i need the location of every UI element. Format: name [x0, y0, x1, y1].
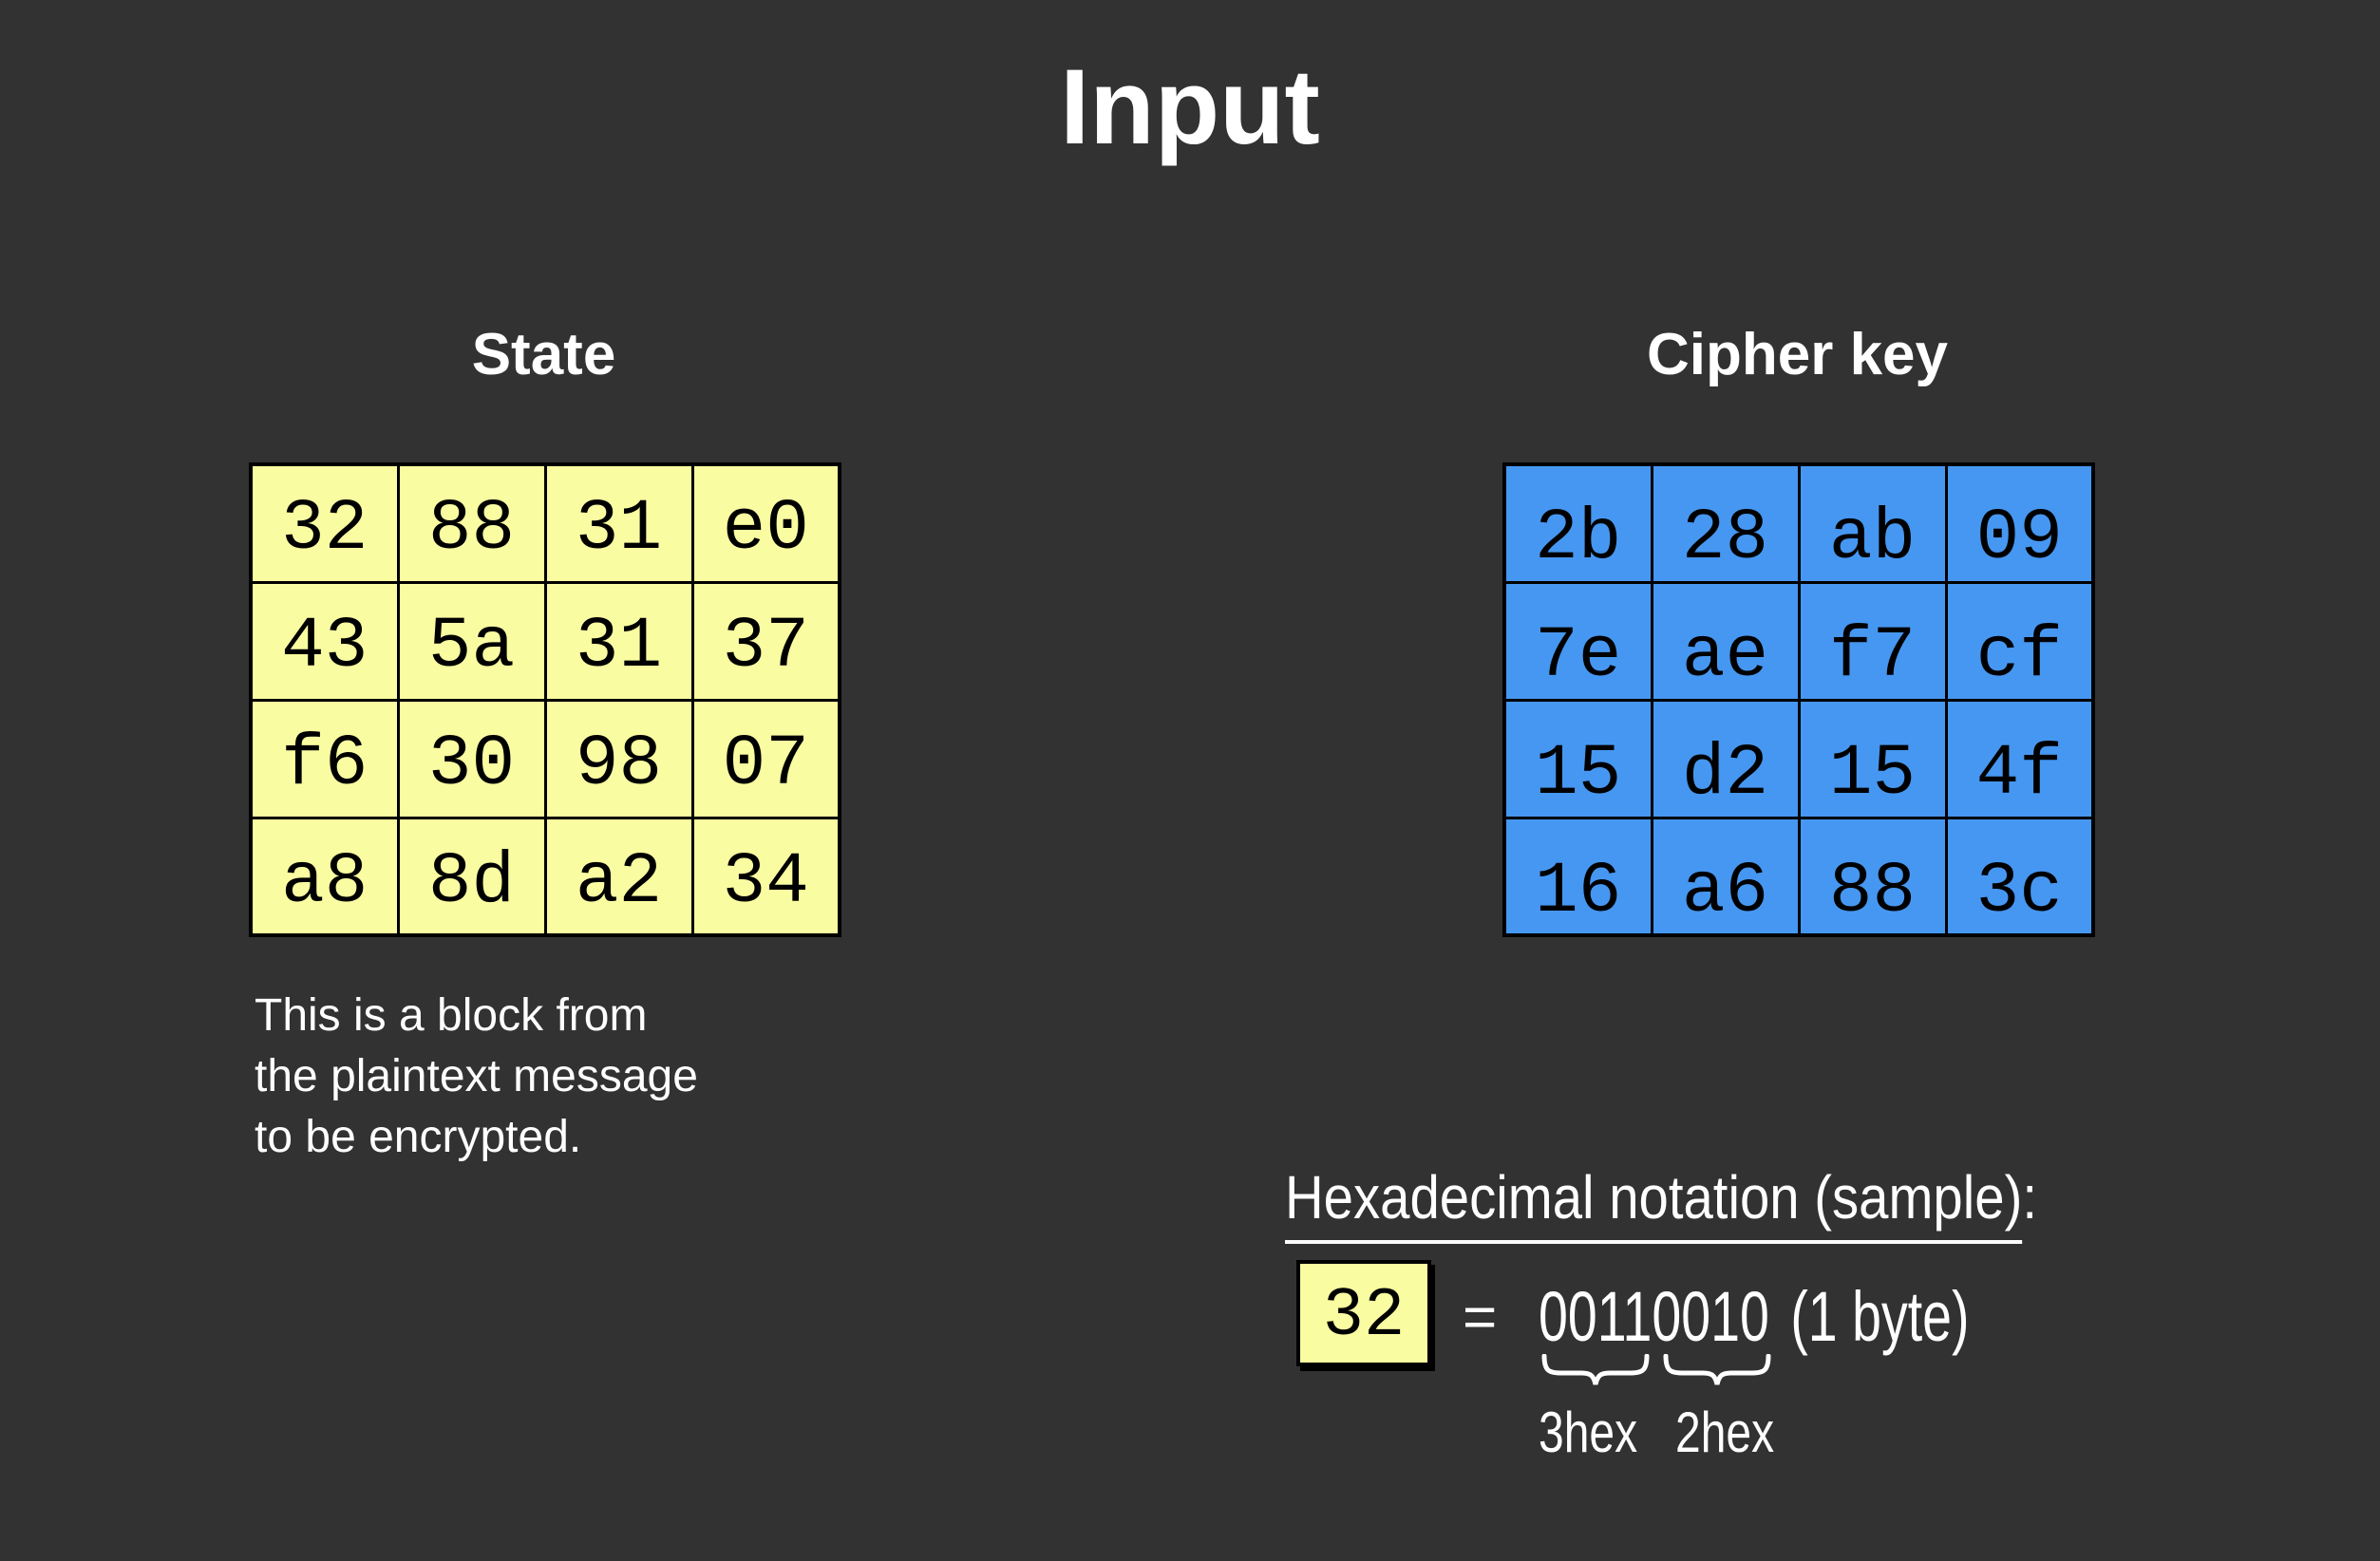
cipher-key-grid-row: 15 d2 15 4f: [1502, 698, 2095, 819]
state-grid-row: 32 88 31 e0: [249, 462, 841, 584]
equals-sign: =: [1463, 1285, 1498, 1350]
cipher-key-cell-value: 09: [1975, 498, 2063, 580]
underbrace-icon: [1541, 1354, 1650, 1385]
state-cell-value: e0: [722, 488, 809, 571]
underbrace-icon: [1663, 1354, 1771, 1385]
hex-notation-heading-underlined: Hexadecimal notation (sample): [1285, 1162, 2023, 1244]
cipher-key-cell-value: 3c: [1975, 850, 2063, 932]
cipher-key-cell-value: 7e: [1535, 615, 1622, 697]
state-cell-value: 5a: [427, 606, 516, 687]
cipher-key-cell: 4f: [1944, 698, 2095, 819]
cipher-key-cell-value: 28: [1681, 498, 1769, 580]
cipher-key-cell-value: f7: [1828, 615, 1917, 697]
cipher-key-cell-value: cf: [1975, 615, 2063, 697]
cipher-key-heading: Cipher key: [1646, 322, 1949, 387]
state-cell-value: 32: [281, 488, 368, 571]
cipher-key-cell: 7e: [1502, 580, 1653, 702]
hex-notation-heading: Hexadecimal notation (sample):: [1285, 1162, 2037, 1244]
brace-label-2hex: 2hex: [1675, 1401, 1775, 1464]
state-cell: 88: [396, 462, 547, 584]
state-cell: 30: [396, 698, 547, 819]
cipher-key-cell-value: 2b: [1535, 498, 1622, 580]
state-cell-value: 43: [281, 606, 368, 687]
state-cell: a2: [543, 816, 694, 937]
cipher-key-cell-value: 16: [1535, 850, 1622, 932]
state-cell: 98: [543, 698, 694, 819]
cipher-key-cell: ab: [1797, 462, 1948, 584]
cipher-key-cell: 15: [1502, 698, 1653, 819]
hex-sample-value: 32: [1322, 1277, 1406, 1355]
cipher-key-cell: cf: [1944, 580, 2095, 702]
cipher-key-cell: 88: [1797, 816, 1948, 937]
state-cell: 31: [543, 462, 694, 584]
cipher-key-cell-value: ab: [1828, 498, 1917, 580]
cipher-key-cell-value: 88: [1828, 850, 1917, 932]
cipher-key-cell: 2b: [1502, 462, 1653, 584]
cipher-key-cell: 09: [1944, 462, 2095, 584]
hex-sample-box: 32: [1296, 1260, 1431, 1366]
cipher-key-cell: 16: [1502, 816, 1653, 937]
state-cell: e0: [690, 462, 841, 584]
cipher-key-grid-row: 2b 28 ab 09: [1502, 462, 2095, 584]
state-cell: 43: [249, 580, 400, 702]
cipher-key-cell: 28: [1650, 462, 1801, 584]
state-cell-value: 8d: [427, 840, 516, 923]
binary-line: 00110010 (1 byte): [1539, 1276, 1969, 1357]
state-caption-line: to be encrypted.: [255, 1112, 582, 1162]
cipher-key-cell-value: 4f: [1975, 733, 2063, 815]
state-cell: 5a: [396, 580, 547, 702]
state-cell: 32: [249, 462, 400, 584]
binary-value: 00110010: [1539, 1277, 1769, 1356]
cipher-key-cell: 15: [1797, 698, 1948, 819]
state-cell: 07: [690, 698, 841, 819]
state-caption-line: This is a block from: [255, 990, 648, 1041]
byte-note: (1 byte): [1790, 1277, 1970, 1356]
state-caption-line: the plaintext message: [255, 1051, 698, 1101]
state-cell-value: 30: [427, 724, 516, 805]
cipher-key-cell: ae: [1650, 580, 1801, 702]
state-caption: This is a block from the plaintext messa…: [255, 986, 698, 1168]
cipher-key-grid: 2b 28 ab 09 7e ae f7 cf 15 d2 15 4f 16 a…: [1502, 462, 2095, 937]
state-heading: State: [471, 322, 616, 387]
state-cell: f6: [249, 698, 400, 819]
state-grid-row: f6 30 98 07: [249, 698, 841, 819]
cipher-key-cell-value: d2: [1681, 733, 1769, 815]
state-grid: 32 88 31 e0 43 5a 31 37 f6 30 98 07 a8 8…: [249, 462, 841, 937]
state-cell-value: 31: [575, 488, 663, 571]
cipher-key-grid-row: 16 a6 88 3c: [1502, 816, 2095, 937]
state-cell-value: 07: [722, 724, 809, 805]
state-cell-value: a2: [575, 840, 663, 923]
state-cell: 31: [543, 580, 694, 702]
cipher-key-cell: d2: [1650, 698, 1801, 819]
state-cell: 34: [690, 816, 841, 937]
state-cell-value: f6: [281, 724, 368, 805]
state-cell-value: 98: [575, 724, 663, 805]
cipher-key-grid-row: 7e ae f7 cf: [1502, 580, 2095, 702]
state-cell: 37: [690, 580, 841, 702]
state-cell-value: 88: [427, 488, 516, 571]
state-cell-value: 34: [722, 840, 809, 923]
state-cell: 8d: [396, 816, 547, 937]
brace-label-3hex: 3hex: [1539, 1401, 1638, 1464]
state-cell: a8: [249, 816, 400, 937]
cipher-key-cell-value: 15: [1535, 733, 1622, 815]
state-grid-row: a8 8d a2 34: [249, 816, 841, 937]
state-cell-value: a8: [281, 840, 368, 923]
cipher-key-cell: f7: [1797, 580, 1948, 702]
state-grid-row: 43 5a 31 37: [249, 580, 841, 702]
state-cell-value: 31: [575, 606, 663, 687]
cipher-key-cell: a6: [1650, 816, 1801, 937]
cipher-key-cell: 3c: [1944, 816, 2095, 937]
cipher-key-cell-value: a6: [1681, 850, 1769, 932]
page-title: Input: [1060, 47, 1320, 166]
cipher-key-cell-value: 15: [1828, 733, 1917, 815]
state-cell-value: 37: [722, 606, 809, 687]
hex-notation-heading-colon: :: [2022, 1163, 2037, 1232]
cipher-key-cell-value: ae: [1681, 615, 1769, 697]
